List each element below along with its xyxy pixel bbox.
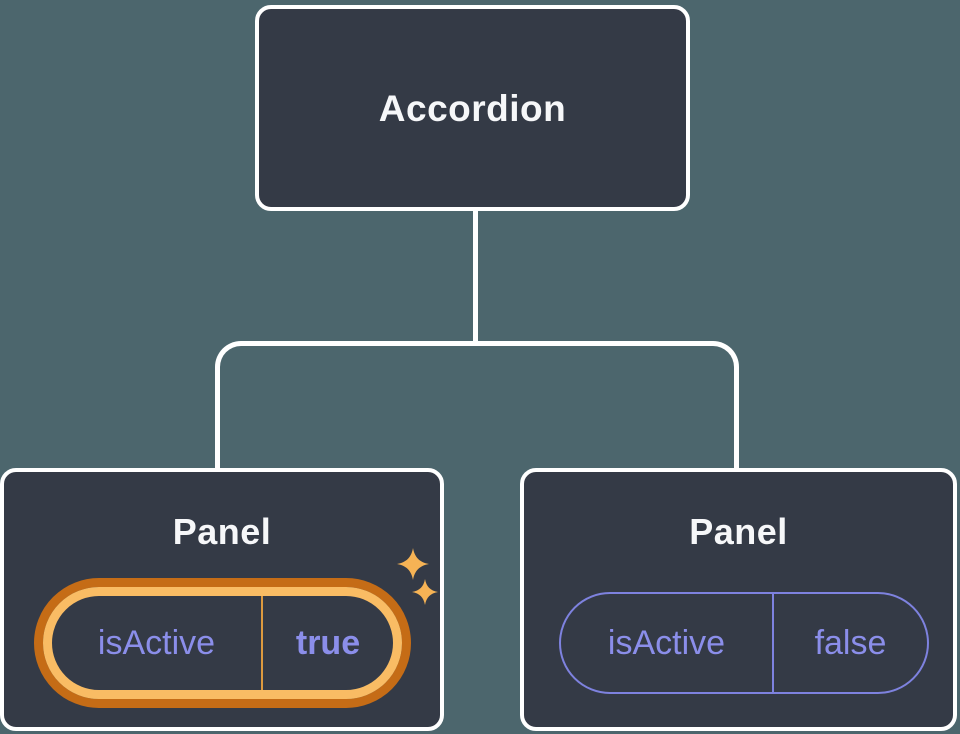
- state-pill-active-inner-ring: isActive true: [43, 587, 402, 699]
- accordion-node-label: Accordion: [378, 87, 567, 129]
- state-pill-active-highlight-ring: isActive true: [34, 578, 411, 708]
- sparkle-icon: [397, 548, 429, 580]
- tree-node-accordion: Accordion: [255, 5, 690, 211]
- state-value-label: false: [814, 623, 887, 662]
- panel-active-label: Panel: [172, 511, 272, 552]
- connector-branches: [215, 341, 739, 468]
- state-pill-inactive: isActive false: [559, 592, 929, 694]
- tree-node-panel-inactive: Panel isActive false: [520, 468, 957, 731]
- state-key-label: isActive: [97, 623, 216, 662]
- state-value-label: true: [295, 623, 361, 662]
- state-key-label: isActive: [607, 623, 726, 662]
- state-pill-active: isActive true: [52, 596, 393, 690]
- state-pill-divider: [772, 594, 774, 692]
- panel-inactive-label: Panel: [689, 511, 788, 552]
- tree-node-panel-active: Panel isActive true: [0, 468, 444, 731]
- connector-stem: [473, 211, 478, 342]
- sparkle-icon: [412, 579, 438, 605]
- state-pill-divider: [261, 596, 263, 690]
